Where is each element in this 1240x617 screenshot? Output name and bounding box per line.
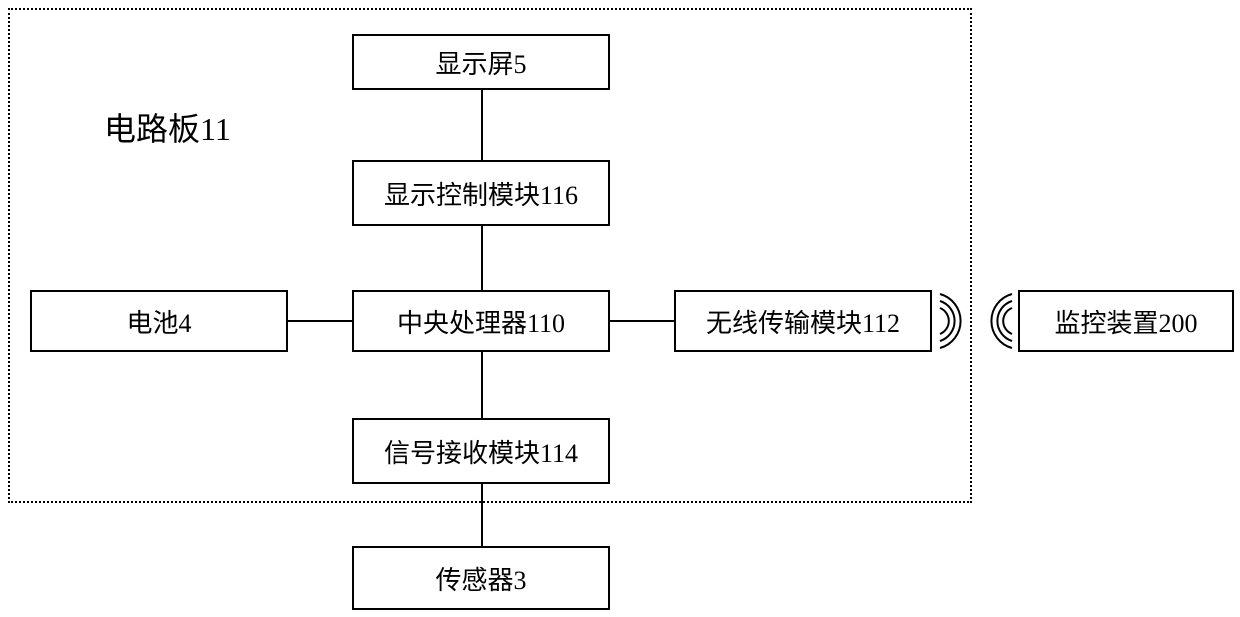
monitor-block: 监控装置200 — [1018, 290, 1234, 352]
battery-block: 电池4 — [30, 290, 288, 352]
wireless-signal-in-icon — [976, 290, 1016, 352]
circuit-board-label: 电路板11 — [104, 104, 231, 150]
wireless-signal-out-icon — [936, 290, 976, 352]
line-control-to-cpu — [481, 226, 483, 290]
line-battery-to-cpu — [288, 320, 352, 322]
line-display-to-control — [481, 88, 483, 160]
display-control-block: 显示控制模块116 — [352, 160, 610, 226]
cpu-block: 中央处理器110 — [352, 290, 610, 352]
signal-receive-block: 信号接收模块114 — [352, 418, 610, 484]
display-block: 显示屏5 — [352, 34, 610, 90]
line-cpu-to-wireless — [610, 320, 674, 322]
line-cpu-to-signal — [481, 352, 483, 418]
line-signal-to-sensor — [481, 484, 483, 546]
wireless-block: 无线传输模块112 — [674, 290, 932, 352]
sensor-block: 传感器3 — [352, 546, 610, 610]
